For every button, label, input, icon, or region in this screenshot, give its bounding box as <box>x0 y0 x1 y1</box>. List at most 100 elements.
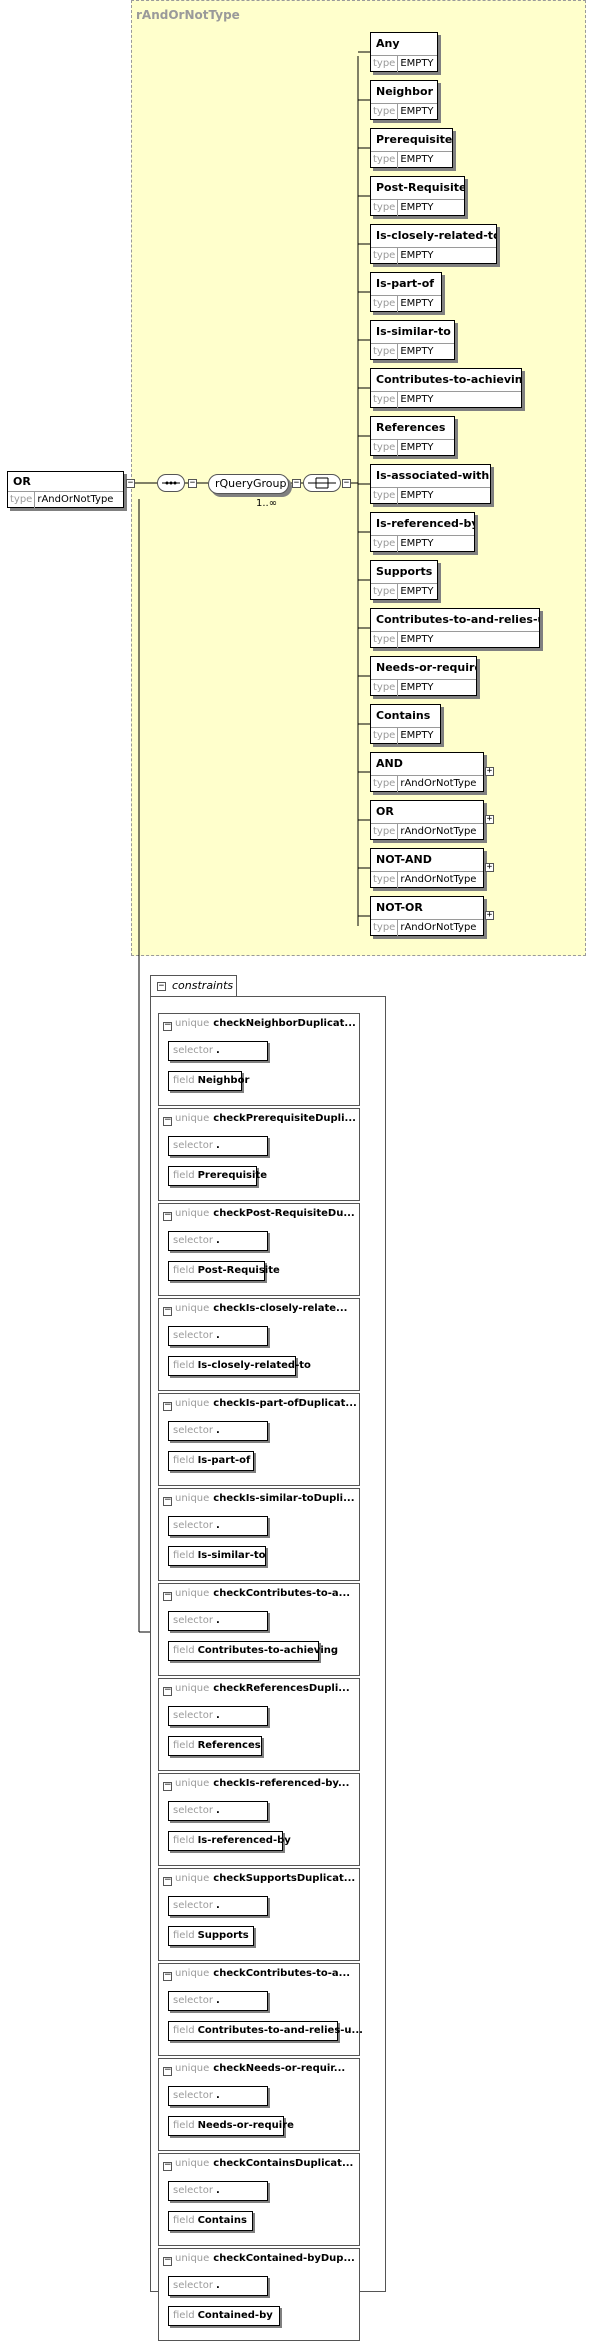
selector-value: . <box>215 1805 220 1816</box>
constraint-selector[interactable]: selector. <box>168 2086 268 2106</box>
constraint-selector[interactable]: selector. <box>168 1611 268 1631</box>
constraint-selector[interactable]: selector. <box>168 1421 268 1441</box>
constraint-name: checkIs-closely-relate... <box>213 1303 348 1314</box>
element-type-value: rAndOrNotType <box>400 778 477 789</box>
collapse-constraint-icon[interactable]: − <box>163 1495 172 1506</box>
collapse-constraint-icon[interactable]: − <box>163 1305 172 1316</box>
expand-element-icon[interactable]: + <box>485 766 494 776</box>
collapse-constraints-icon[interactable]: − <box>157 981 166 991</box>
constraint-selector[interactable]: selector. <box>168 2181 268 2201</box>
constraint-selector[interactable]: selector. <box>168 2276 268 2296</box>
constraint-selector[interactable]: selector. <box>168 1896 268 1916</box>
collapse-constraint-icon[interactable]: − <box>163 1020 172 1031</box>
expand-element-icon[interactable]: + <box>485 814 494 824</box>
collapse-constraint-icon[interactable]: − <box>163 1780 172 1791</box>
selector-value: . <box>215 2280 220 2291</box>
constraint-selector[interactable]: selector. <box>168 1136 268 1156</box>
collapse-constraint-icon[interactable]: − <box>163 2065 172 2076</box>
choice-compositor[interactable] <box>303 474 341 492</box>
constraint-selector[interactable]: selector. <box>168 1801 268 1821</box>
collapse-constraint-icon[interactable]: − <box>163 1685 172 1696</box>
element-name: Any <box>376 37 400 50</box>
collapse-constraint-icon[interactable]: − <box>163 1970 172 1981</box>
collapse-group-icon[interactable]: − <box>292 478 301 488</box>
constraints-tab[interactable]: − constraints <box>150 975 237 997</box>
constraint-selector[interactable]: selector. <box>168 1706 268 1726</box>
expand-element-icon[interactable]: + <box>485 910 494 920</box>
collapse-constraint-icon[interactable]: − <box>163 1115 172 1126</box>
sequence-compositor[interactable] <box>157 474 185 492</box>
constraint-selector[interactable]: selector. <box>168 1991 268 2011</box>
constraint-selector[interactable]: selector. <box>168 1326 268 1346</box>
collapse-root-icon[interactable]: − <box>126 478 135 488</box>
collapse-constraint-icon[interactable]: − <box>163 1400 172 1411</box>
constraint-selector[interactable]: selector. <box>168 1516 268 1536</box>
constraint-selector[interactable]: selector. <box>168 1041 268 1061</box>
collapse-choice-icon[interactable]: − <box>342 478 351 488</box>
collapse-constraint-icon[interactable]: − <box>163 1210 172 1221</box>
query-group-reference[interactable]: rQueryGroup <box>208 474 289 494</box>
field-value: Is-similar-to <box>197 1550 266 1561</box>
expand-element-icon[interactable]: + <box>485 862 494 872</box>
collapse-constraint-icon[interactable]: − <box>163 1590 172 1601</box>
collapse-constraint-icon[interactable]: − <box>163 2255 172 2266</box>
collapse-constraint-icon[interactable]: − <box>163 2160 172 2171</box>
collapse-sequence-icon[interactable]: − <box>188 478 197 488</box>
collapse-constraint-icon[interactable]: − <box>163 1875 172 1886</box>
selector-label: selector <box>173 1615 213 1626</box>
field-value: Contributes-to-and-relies-u... <box>197 2025 363 2036</box>
constraint-selector[interactable]: selector. <box>168 1231 268 1251</box>
element-contributes-to-and-relies-upon[interactable]: Contributes-to-and-relies-upontypeEMPTY <box>370 608 540 648</box>
